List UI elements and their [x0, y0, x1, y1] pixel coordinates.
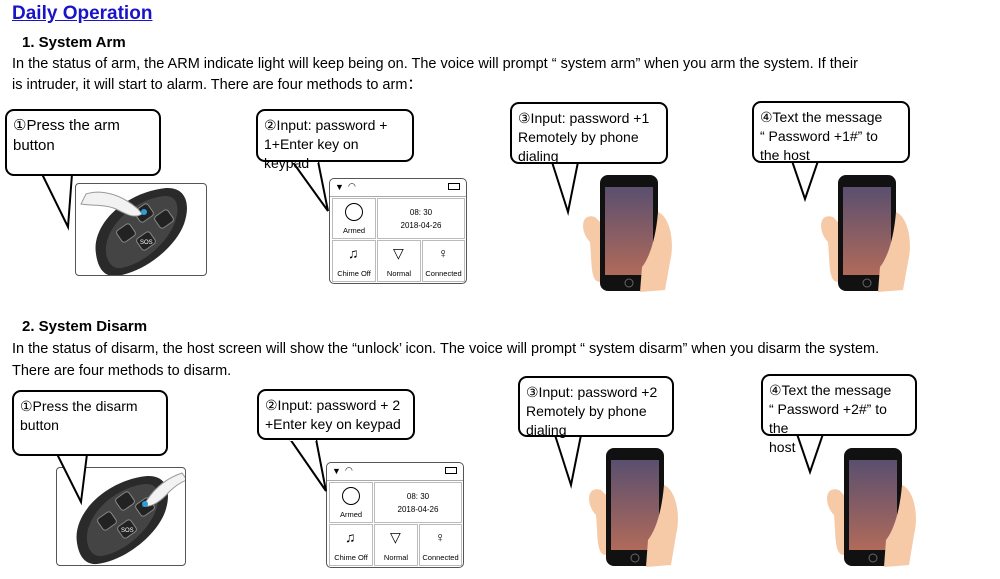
connected-tile[interactable]: ♀ Connected — [422, 240, 465, 282]
arm-remote-sos: SOS — [140, 240, 153, 246]
disarm-method3-bubble: ③Input: password +2 Remotely by phone di… — [518, 376, 674, 438]
disarm-keypad-panel: ▼ ◠ Armed 08: 30 2018-04-26 ♫ Chime Off … — [326, 462, 464, 568]
disarm-heading: 2. System Disarm — [22, 318, 148, 335]
datetime-tile: 08: 30 2018-04-26 — [377, 198, 465, 239]
arm-method4-bubble: ④Text the message “ Password +1#” to the… — [752, 101, 910, 163]
disarm-method1-bubble: ①Press the disarm button — [12, 390, 168, 456]
arm-method2-bubble: ②Input: password + 1+Enter key on keypad — [256, 109, 414, 171]
lock-icon — [342, 487, 360, 505]
arm-method4-tail — [790, 159, 820, 203]
normal-tile[interactable]: ▽ Normal — [377, 240, 421, 282]
bell-icon: ♫ — [345, 529, 356, 545]
connected-tile[interactable]: ♀ Connected — [419, 524, 462, 566]
person-icon: ♀ — [438, 245, 449, 261]
normal-tile[interactable]: ▽ Normal — [374, 524, 418, 566]
disarm-method4-tail — [795, 432, 825, 476]
battery-icon — [448, 183, 460, 190]
signal-icon: ▼ — [332, 466, 341, 476]
arm-method1-bubble: ①Press the arm button — [5, 109, 161, 176]
bell-icon: ♫ — [348, 245, 359, 261]
chime-tile[interactable]: ♫ Chime Off — [329, 524, 373, 566]
disarm-method2-tail — [288, 437, 327, 492]
panel-date: 2018-04-26 — [397, 505, 439, 514]
disarm-paragraph-line2: There are four methods to disarm. — [12, 363, 232, 379]
wifi-icon: ◠ — [345, 465, 353, 475]
shield-icon: ▽ — [390, 529, 401, 545]
arm-remote-image: SOS — [75, 183, 207, 276]
armed-label: Armed — [339, 510, 363, 519]
connected-label: Connected — [425, 269, 462, 278]
arm-heading: 1. System Arm — [22, 34, 126, 51]
arm-keypad-panel: ▼ ◠ Armed 08: 30 2018-04-26 ♫ Chime Off … — [329, 178, 467, 284]
disarm-paragraph-line1: In the status of disarm, the host screen… — [12, 341, 880, 357]
disarm-method1-tail — [55, 452, 89, 506]
arm-method1-tail — [40, 172, 74, 231]
arm-method3-tail — [550, 160, 580, 216]
wifi-icon: ◠ — [348, 181, 356, 191]
armed-tile[interactable]: Armed — [332, 198, 376, 239]
arm-phone-image — [583, 175, 672, 292]
disarm-method2-bubble: ②Input: password + 2 +Enter key on keypa… — [257, 389, 415, 440]
arm-paragraph-line1: In the status of arm, the ARM indicate l… — [12, 56, 858, 72]
disarm-method3-tail — [553, 433, 583, 489]
disarm-method4-bubble: ④Text the message “ Password +2#” to the… — [761, 374, 917, 455]
panel-time: 08: 30 — [409, 208, 433, 217]
chime-label: Chime Off — [334, 553, 368, 562]
person-icon: ♀ — [435, 529, 446, 545]
armed-label: Armed — [342, 226, 366, 235]
chime-tile[interactable]: ♫ Chime Off — [332, 240, 376, 282]
arm-phone2-image — [821, 175, 910, 292]
armed-tile[interactable]: Armed — [329, 482, 373, 523]
lock-icon — [345, 203, 363, 221]
datetime-tile: 08: 30 2018-04-26 — [374, 482, 462, 523]
panel-time: 08: 30 — [406, 492, 430, 501]
normal-label: Normal — [386, 269, 412, 278]
chime-label: Chime Off — [337, 269, 371, 278]
arm-paragraph-line2: is intruder, it will start to alarm. The… — [12, 77, 422, 93]
battery-icon — [445, 467, 457, 474]
signal-icon: ▼ — [335, 182, 344, 192]
shield-icon: ▽ — [393, 245, 404, 261]
disarm-phone-image — [589, 448, 678, 567]
connected-label: Connected — [422, 553, 459, 562]
page-title: Daily Operation — [12, 3, 153, 24]
disarm-remote-sos: SOS — [121, 528, 134, 534]
arm-method3-bubble: ③Input: password +1 Remotely by phone di… — [510, 102, 668, 164]
normal-label: Normal — [383, 553, 409, 562]
panel-date: 2018-04-26 — [400, 221, 442, 230]
disarm-phone2-image — [827, 448, 916, 567]
